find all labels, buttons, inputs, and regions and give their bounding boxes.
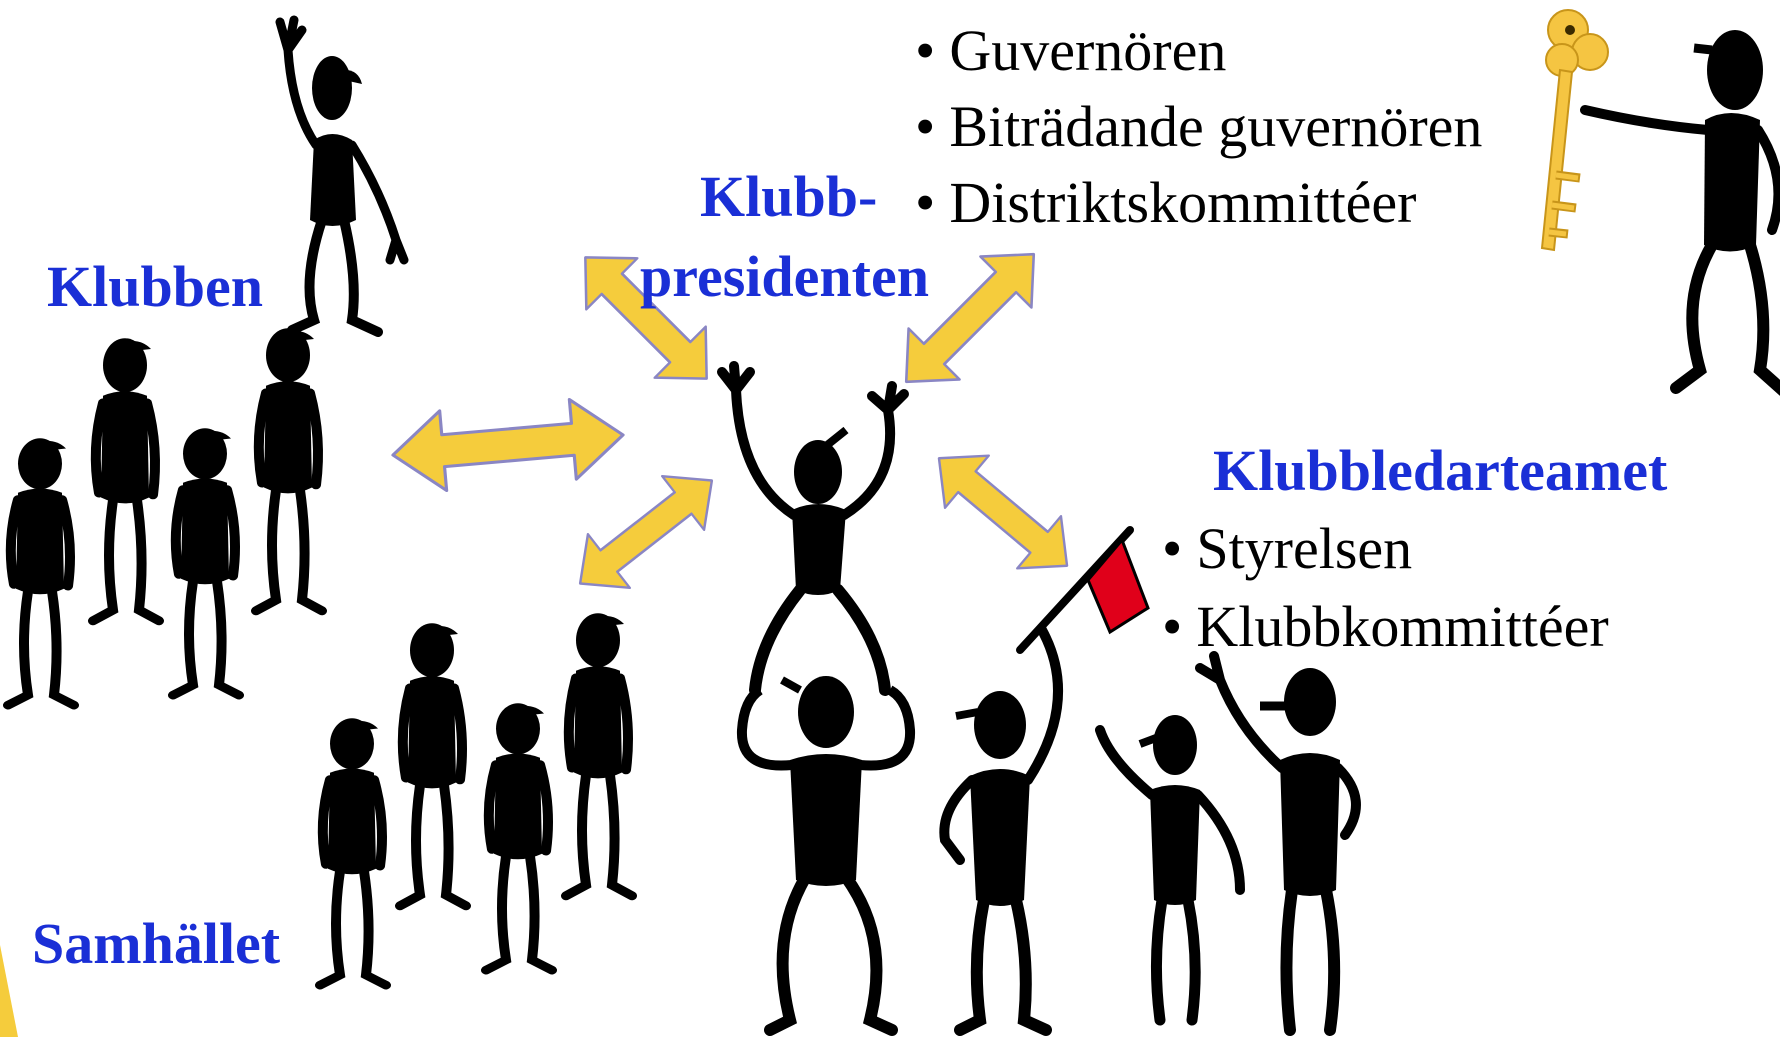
bullet: •: [1162, 516, 1183, 581]
stick-figure-waving: [275, 15, 409, 337]
team-item: •Klubbkommittéer: [1162, 598, 1609, 656]
team-item-text: Styrelsen: [1196, 516, 1413, 581]
label-klubb-line1: Klubb-: [700, 164, 878, 229]
cheering-figure: [1195, 651, 1361, 1036]
key-holder-figure: [1580, 30, 1780, 396]
district-item: •Biträdande guvernören: [915, 98, 1482, 156]
community-group: [320, 613, 632, 985]
district-item: •Distriktskommittéer: [915, 174, 1416, 232]
label-klubb-line2: presidenten: [640, 244, 929, 309]
district-item-text: Biträdande guvernören: [949, 94, 1483, 159]
flag-figure: [939, 625, 1063, 1036]
label-klubbledarteamet: Klubbledarteamet: [1213, 438, 1668, 503]
label-samhallet: Samhället: [32, 911, 281, 976]
district-item-text: Distriktskommittéer: [949, 170, 1417, 235]
district-item-text: Guvernören: [949, 18, 1227, 83]
district-item: •Guvernören: [915, 22, 1226, 80]
bullet: •: [1162, 594, 1183, 659]
team-item-text: Klubbkommittéer: [1196, 594, 1609, 659]
club-group: [8, 328, 322, 705]
bullet: •: [915, 94, 936, 159]
bullet: •: [915, 18, 936, 83]
team-item: •Styrelsen: [1162, 520, 1412, 578]
label-klubben: Klubben: [47, 254, 263, 319]
flag-icon: [1016, 526, 1150, 654]
arrow-club-community: [387, 393, 629, 497]
key-icon: [1540, 9, 1609, 252]
arrow-president-community: [557, 452, 735, 612]
bullet: •: [915, 170, 936, 235]
club-president-figure: [717, 361, 916, 1036]
pointing-figure: [1095, 715, 1245, 1026]
edge-decoration: [0, 945, 18, 1037]
arrow-president-leadership: [915, 430, 1091, 594]
